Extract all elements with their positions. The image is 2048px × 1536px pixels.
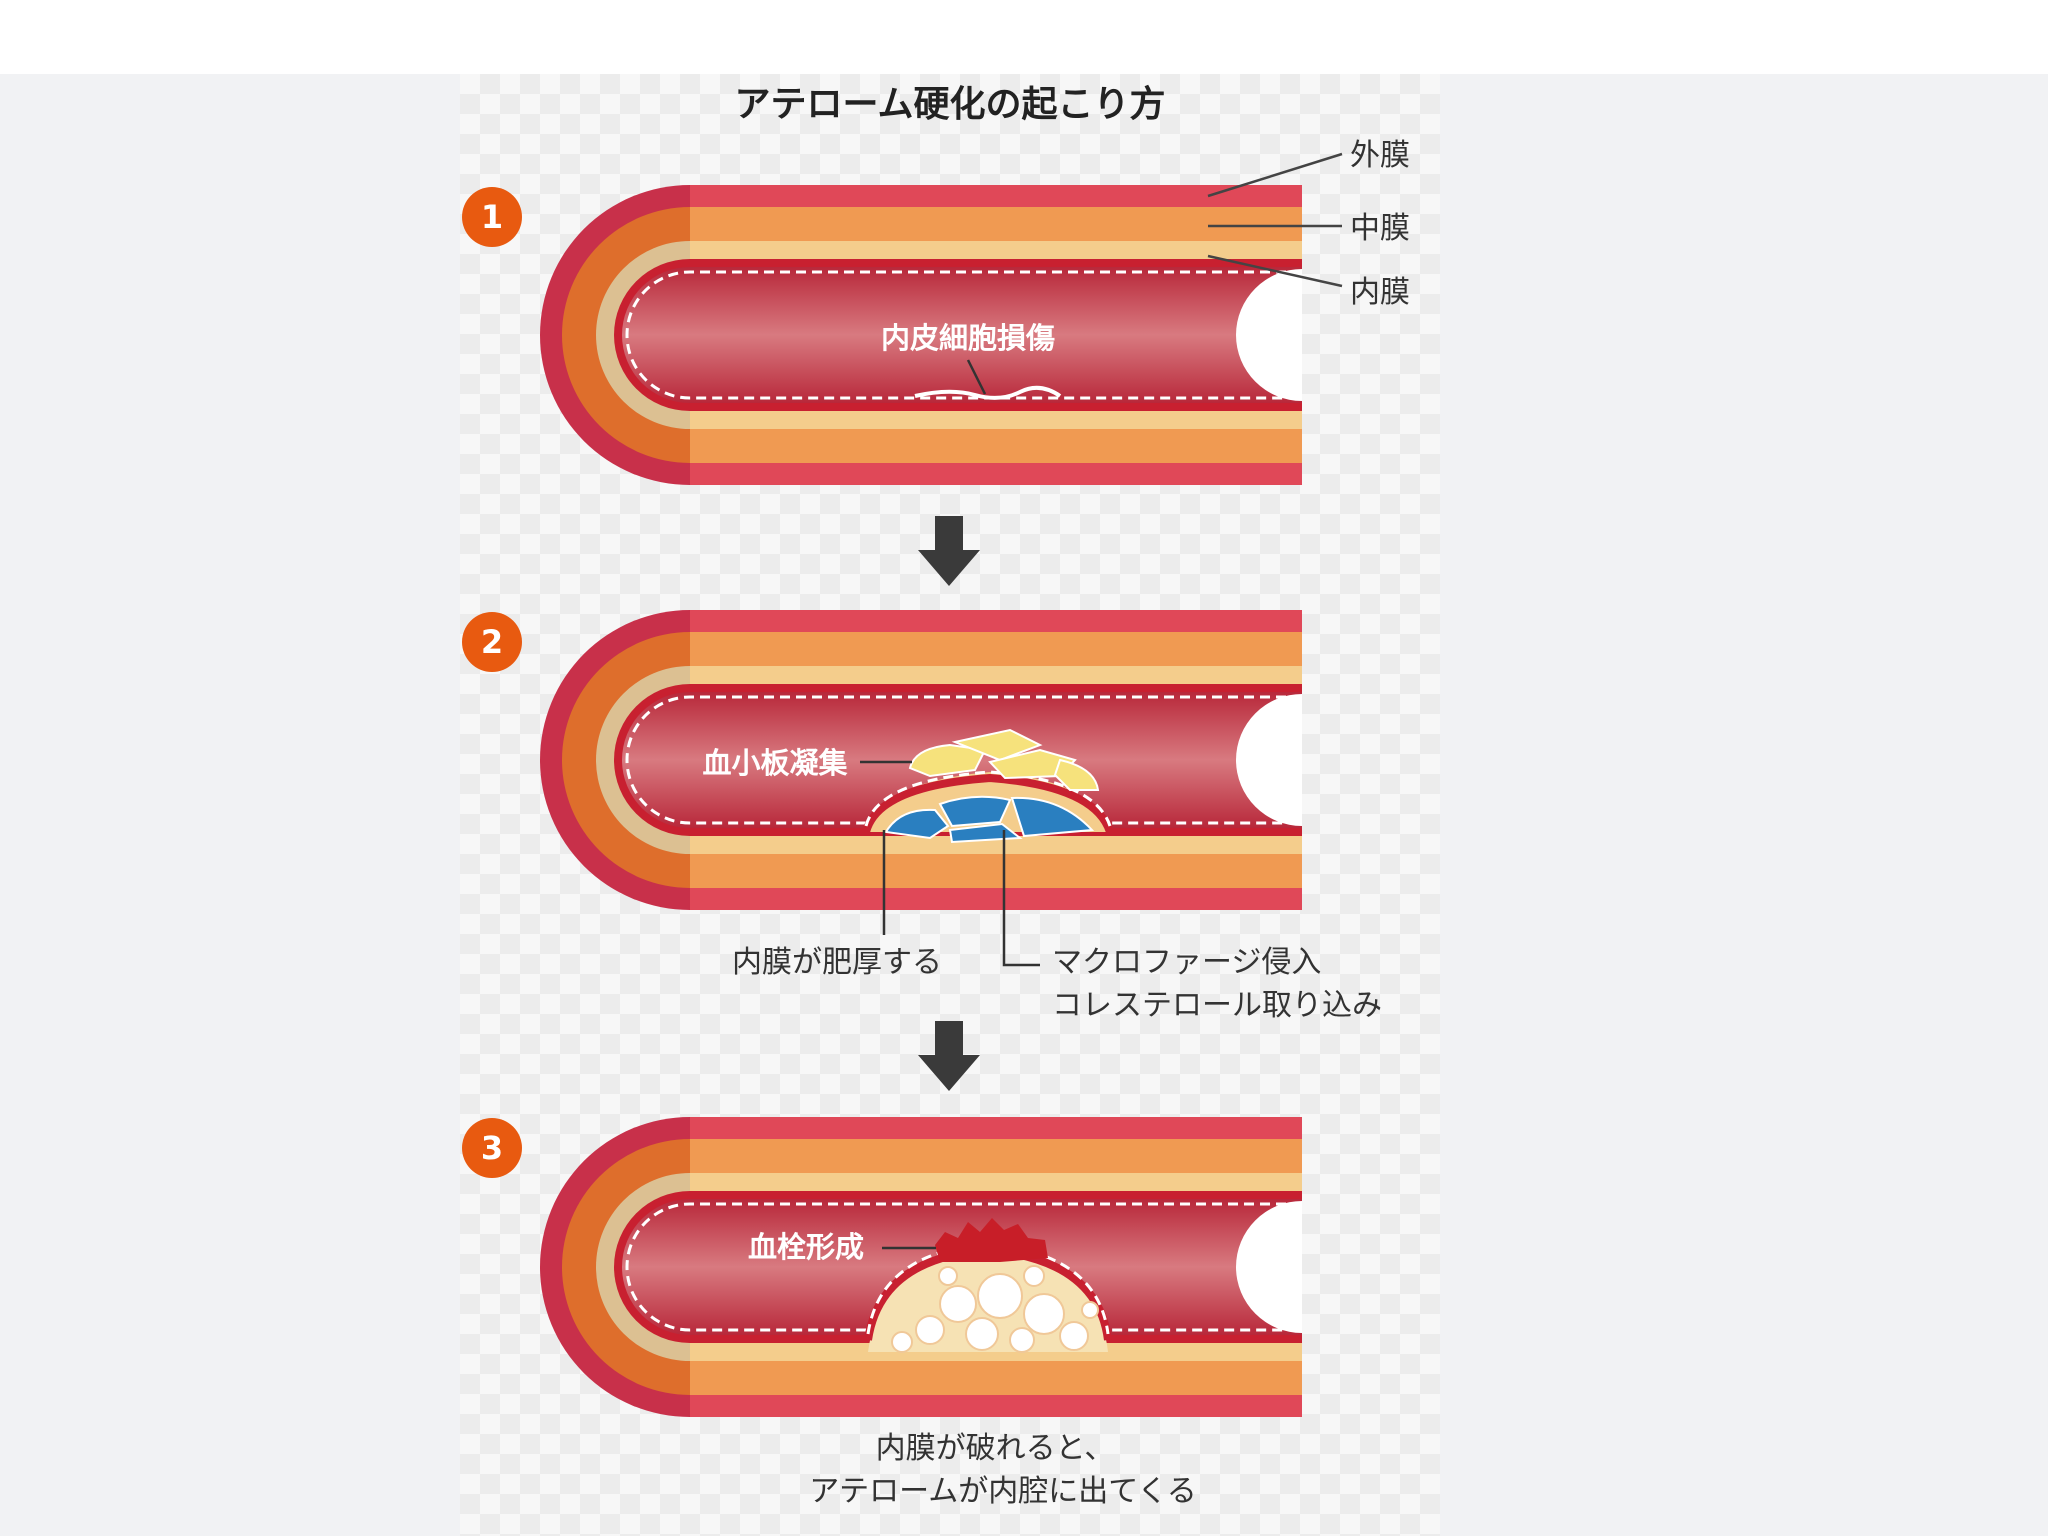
note-intima-rupture: 内膜が破れると、 [876,1431,1115,1466]
top-bar [0,0,2048,74]
intima-membrane [862,773,1114,834]
platelet [1053,758,1100,791]
leader-line-intima [1207,254,1343,288]
diagram-title: アテローム硬化の起こり方 [735,84,1166,125]
leader-line-damage [966,359,987,395]
step-badge-3 [462,1118,522,1178]
step-badge-1 [462,187,522,247]
platelet [951,728,1043,762]
step-badge-2 [462,612,522,672]
label-adventitia: 外膜 [1350,138,1410,173]
macrophage [948,822,1023,844]
macrophage [938,795,1012,828]
label-media: 中膜 [1350,211,1410,246]
note-cholesterol-uptake: コレステロール取り込み [1052,988,1382,1023]
damaged-endothelium [914,385,1062,400]
label-platelet-aggregation: 血小板凝集 [702,746,848,780]
note-macrophage-invasion: マクロファージ侵入 [1052,945,1321,980]
macrophage [884,808,950,840]
thrombus [935,1218,1048,1262]
step-number-1: 1 [481,198,503,236]
leader-line-adventitia [1207,152,1343,198]
note-atheroma-exposed: アテロームが内腔に出てくる [809,1474,1197,1509]
macrophage [1010,796,1095,838]
step-number-2: 2 [481,623,503,661]
lipid-droplets [891,1265,1099,1353]
platelet [908,743,987,778]
note-intima-thickening: 内膜が肥厚する [732,945,942,980]
down-arrow-icon [918,516,980,586]
label-endothelial-damage: 内皮細胞損傷 [881,321,1055,355]
down-arrow-icon [918,1021,980,1091]
label-thrombus-formation: 血栓形成 [748,1230,864,1264]
label-intima: 内膜 [1350,275,1410,310]
step-number-3: 3 [481,1129,503,1167]
leader-line-macrophage [1002,830,1040,967]
